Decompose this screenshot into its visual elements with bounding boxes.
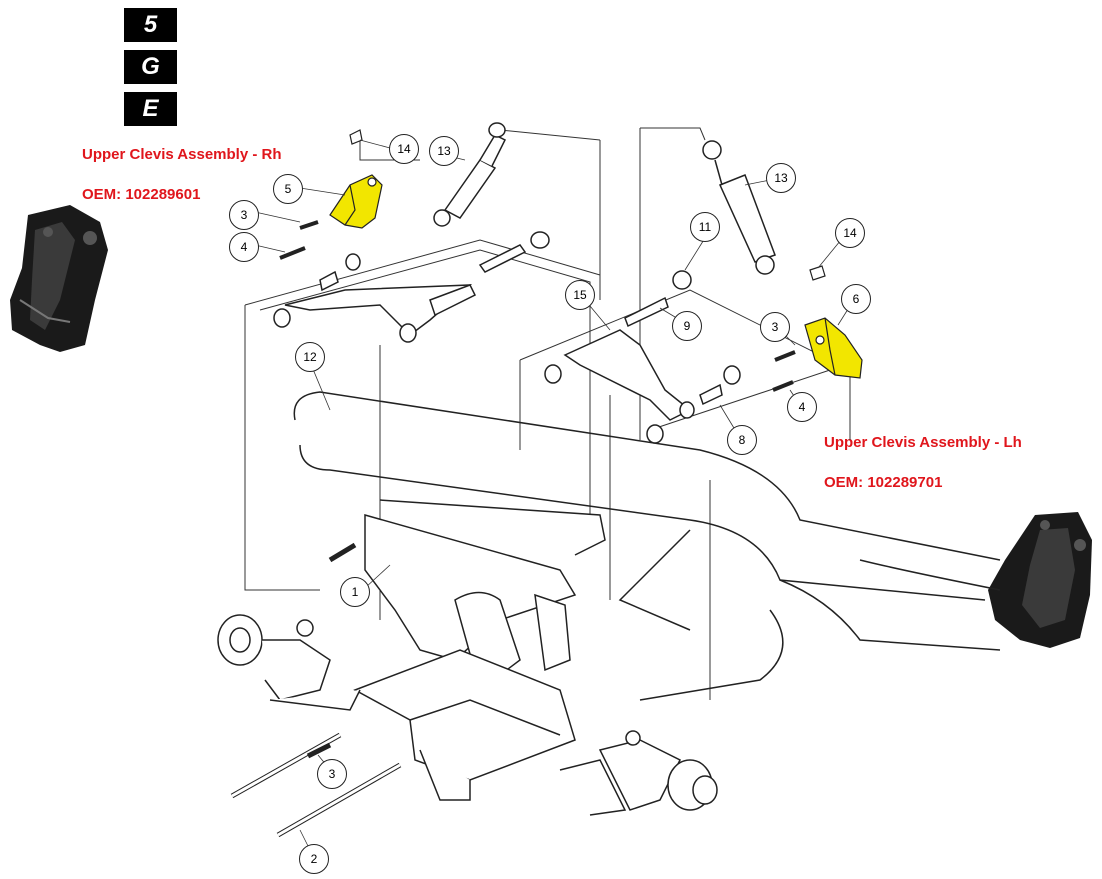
long-bolts: [230, 542, 402, 838]
callout-2: 2: [299, 844, 329, 874]
callout-14-rh: 14: [389, 134, 419, 164]
rh-title: Upper Clevis Assembly - Rh: [82, 146, 282, 163]
lh-bracket-photo: [988, 512, 1092, 648]
logo-badge-e: E: [124, 92, 177, 126]
callout-13-lh: 13: [766, 163, 796, 193]
rh-clevis-hardware: [279, 129, 363, 260]
callout-3-lower: 3: [317, 759, 347, 789]
crossmember-plate: [364, 499, 606, 692]
left-spindle: [217, 614, 361, 711]
callout-4-rh: 4: [229, 232, 259, 262]
callout-8: 8: [727, 425, 757, 455]
chassis-rails: [293, 391, 1001, 701]
callout-3-lh: 3: [760, 312, 790, 342]
rh-upper-clevis: [329, 174, 383, 229]
lower-box: [353, 649, 576, 801]
callout-3-rh: 3: [229, 200, 259, 230]
callout-1: 1: [340, 577, 370, 607]
lh-oem: OEM: 102289701: [824, 474, 943, 491]
logo-badge-g: G: [124, 50, 177, 84]
callout-6: 6: [841, 284, 871, 314]
callout-9: 9: [672, 311, 702, 341]
callout-12: 12: [295, 342, 325, 372]
lh-upper-clevis: [804, 317, 863, 379]
callout-4-lh: 4: [787, 392, 817, 422]
lh-title: Upper Clevis Assembly - Lh: [824, 434, 1022, 451]
lh-clevis-hardware: [772, 265, 826, 392]
callout-13-rh: 13: [429, 136, 459, 166]
rh-shock-absorber: [433, 122, 507, 227]
logo-badge-s: 5: [124, 8, 177, 42]
rh-bracket-photo: [10, 205, 108, 352]
callout-15: 15: [565, 280, 595, 310]
rh-oem: OEM: 102289601: [82, 186, 201, 203]
lh-upper-a-arm: [544, 270, 741, 444]
callout-11: 11: [690, 212, 720, 242]
callout-5: 5: [273, 174, 303, 204]
lh-shock-absorber: [702, 140, 776, 275]
rh-upper-a-arm: [273, 231, 550, 343]
callout-14-lh: 14: [835, 218, 865, 248]
right-spindle: [559, 730, 718, 816]
